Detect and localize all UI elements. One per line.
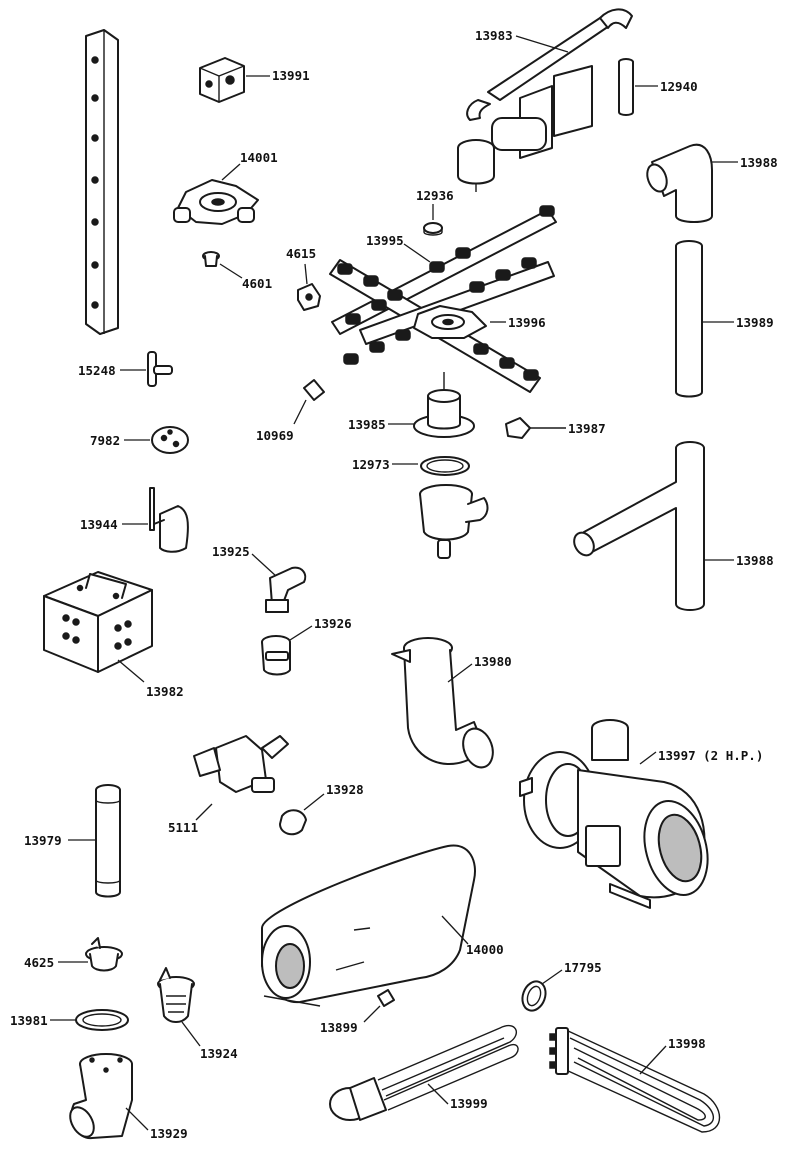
part-13998: [549, 1027, 720, 1133]
label-5111: 5111: [168, 820, 198, 835]
part-13989: [675, 240, 703, 398]
label-12940: 12940: [660, 79, 698, 94]
label-15248: 15248: [78, 363, 116, 378]
part-13991: [199, 57, 245, 103]
label-13981: 13981: [10, 1013, 48, 1028]
label-13998: 13998: [668, 1036, 706, 1051]
part-13981: [75, 1009, 129, 1031]
label-13991: 13991: [272, 68, 310, 83]
label-4625: 4625: [24, 955, 54, 970]
rail-bar: [85, 29, 119, 335]
part-14001: [173, 179, 259, 225]
part-13999: [329, 1024, 519, 1121]
label-13995: 13995: [366, 233, 404, 248]
part-10969: [303, 379, 325, 401]
label-13989: 13989: [736, 315, 774, 330]
part-13944: [149, 487, 189, 553]
label-4601: 4601: [242, 276, 272, 291]
label-10969: 10969: [256, 428, 294, 443]
part-labels: 13983 13991 12940 13988 14001 12936 1399…: [10, 28, 778, 1141]
part-13985: [413, 372, 475, 438]
part-5111: [193, 735, 289, 793]
part-12936: [423, 222, 443, 236]
part-7982: [151, 426, 189, 454]
label-12973: 12973: [352, 457, 390, 472]
label-13926: 13926: [314, 616, 352, 631]
label-13924: 13924: [200, 1046, 238, 1061]
label-13987: 13987: [568, 421, 606, 436]
label-12936: 12936: [416, 188, 454, 203]
label-13980: 13980: [474, 654, 512, 669]
part-4601: [202, 251, 220, 267]
part-13982: [43, 571, 153, 673]
part-13987: [505, 417, 566, 439]
label-13983: 13983: [475, 28, 513, 43]
label-7982: 7982: [90, 433, 120, 448]
label-13979: 13979: [24, 833, 62, 848]
pump-housing: [419, 484, 489, 559]
part-15248: [147, 351, 173, 387]
label-14001: 14001: [240, 150, 278, 165]
part-13926: [261, 635, 291, 676]
part-13997: [519, 719, 709, 909]
label-13997: 13997 (2 H.P.): [658, 748, 763, 763]
label-13929: 13929: [150, 1126, 188, 1141]
label-13996: 13996: [508, 315, 546, 330]
label-13985: 13985: [348, 417, 386, 432]
label-4615: 4615: [286, 246, 316, 261]
label-13999: 13999: [450, 1096, 488, 1111]
part-4625: [85, 937, 123, 972]
part-13983: [457, 8, 633, 192]
part-13924: [157, 967, 195, 1023]
part-12973: [420, 456, 470, 476]
label-13988: 13988: [740, 155, 778, 170]
part-13979: [95, 784, 121, 898]
part-13980: [391, 637, 494, 769]
part-14000: [261, 844, 476, 1007]
part-17795: [521, 980, 547, 1012]
label-14000: 14000: [466, 942, 504, 957]
label-13982: 13982: [146, 684, 184, 699]
part-12940: [618, 58, 634, 116]
label-13944: 13944: [80, 517, 118, 532]
label-17795: 17795: [564, 960, 602, 975]
part-4615: [297, 283, 321, 311]
label-13928: 13928: [326, 782, 364, 797]
part-13899: [377, 989, 395, 1007]
part-13929: [69, 1053, 133, 1140]
part-13988-elbow: [646, 143, 713, 223]
spray-arm-assembly: [329, 205, 557, 393]
part-13928: [279, 809, 307, 836]
label-13925: 13925: [212, 544, 250, 559]
label-13988-tee: 13988: [736, 553, 774, 568]
label-13899: 13899: [320, 1020, 358, 1035]
part-13925: [265, 566, 307, 613]
part-13988-tee: [573, 441, 705, 611]
